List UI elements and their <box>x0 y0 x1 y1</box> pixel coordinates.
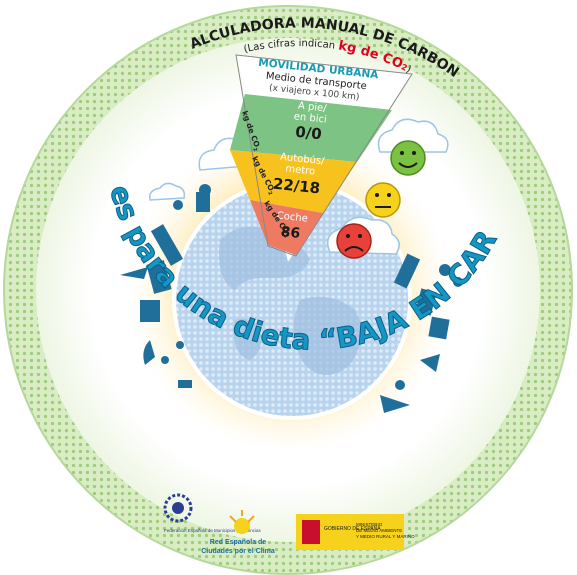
svg-text:MINISTERIO: MINISTERIO <box>356 522 383 527</box>
svg-text:Ciudades por el Clima: Ciudades por el Clima <box>201 548 275 555</box>
row-car-label1: Coche <box>276 210 308 224</box>
row-walk-label1: A pie/ <box>297 101 327 115</box>
svg-text:Red Española de: Red Española de <box>210 539 267 546</box>
row-walk-label2: en bici <box>293 111 327 125</box>
row-car <box>250 200 323 255</box>
neutral-face-icon <box>365 182 401 218</box>
svg-text:DE MEDIO AMBIENTE: DE MEDIO AMBIENTE <box>356 528 402 533</box>
calculator-window: MOVILIDAD URBANA Medio de transporte (x … <box>230 54 413 262</box>
row-bus-metro <box>230 150 357 213</box>
logo-red-ciudades-clima: Red Española de Ciudades por el Clima <box>201 510 275 555</box>
city-silhouette-right <box>380 253 463 413</box>
logo-femp: Federación Española de Municipios y Prov… <box>163 493 262 533</box>
row-bus-label2: metro <box>285 163 316 177</box>
logo-gobierno-espana: GOBIERNO DE ESPAÑA MINISTERIO DE MEDIO A… <box>296 514 415 550</box>
sad-face-icon <box>336 223 372 259</box>
row-bus-value: 22/18 <box>272 175 321 198</box>
city-silhouette-left <box>120 184 211 388</box>
row-walk-bike <box>230 94 392 162</box>
row-car-value: 86 <box>280 224 301 242</box>
svg-text:GOBIERNO DE ESPAÑA: GOBIERNO DE ESPAÑA <box>324 525 381 532</box>
svg-text:Federación Española de Municip: Federación Española de Municipios y Prov… <box>164 528 262 533</box>
row-walk-value: 0/0 <box>294 123 322 144</box>
row-bus-label1: Autobús/ <box>280 151 326 168</box>
happy-face-icon <box>390 140 426 176</box>
svg-text:Y MEDIO RURAL Y MARINO: Y MEDIO RURAL Y MARINO <box>356 534 415 539</box>
